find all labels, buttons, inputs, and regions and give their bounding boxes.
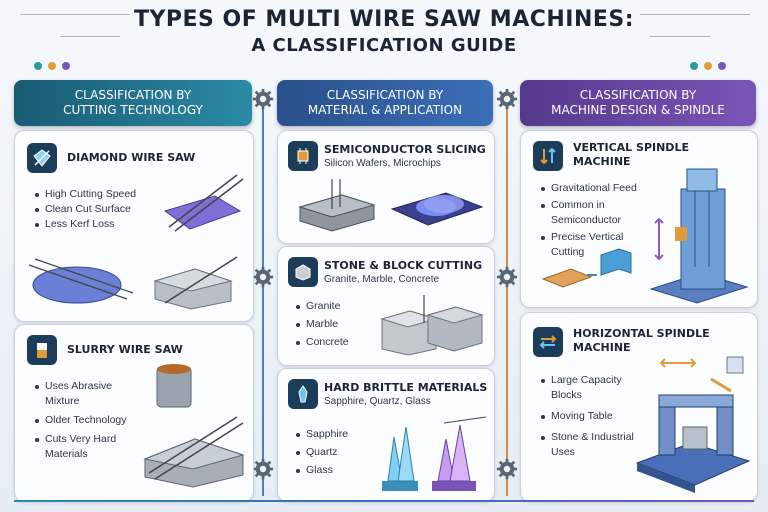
column-material-application: CLASSIFICATION BY MATERIAL & APPLICATION… <box>277 80 495 502</box>
list-item: Large Capacity Blocks <box>541 373 641 403</box>
crystals-illustration <box>382 416 487 491</box>
decor-dot <box>718 62 726 70</box>
card-title: MACHINE <box>573 341 631 354</box>
chip-icon <box>288 141 318 171</box>
column-cutting-technology: CLASSIFICATION BY CUTTING TECHNOLOGY DIA… <box>14 80 254 502</box>
gear-icon <box>496 458 518 480</box>
list-item: Concrete <box>296 335 349 350</box>
header-line-2: MATERIAL & APPLICATION <box>307 103 463 117</box>
header-line-1: CLASSIFICATION BY <box>74 88 192 102</box>
list-item: Sapphire <box>296 427 348 442</box>
circuit-line <box>20 14 130 15</box>
list-item: Uses Abrasive Mixture <box>35 379 145 409</box>
diamond-icon <box>27 143 57 173</box>
ingot-illustration <box>298 179 376 232</box>
feature-list: Granite Marble Concrete <box>296 299 349 350</box>
column-header: CLASSIFICATION BY MATERIAL & APPLICATION <box>277 80 493 126</box>
card-stone-block-cutting: STONE & BLOCK CUTTING Granite, Marble, C… <box>277 246 495 366</box>
gear-icon <box>496 88 518 110</box>
vertical-machine-illustration <box>541 168 749 304</box>
list-item: Cuts Very Hard Materials <box>35 432 145 462</box>
stone-illustration <box>153 256 238 310</box>
gear-icon <box>496 266 518 288</box>
feature-list: Gravitational Feed Common in Semiconduct… <box>541 181 643 260</box>
bottom-rule <box>14 500 754 502</box>
card-title: MACHINE <box>573 155 631 168</box>
card-subtitle: Silicon Wafers, Microchips <box>324 158 441 169</box>
card-title: DIAMOND WIRE SAW <box>67 151 196 164</box>
card-title: STONE & BLOCK CUTTING <box>324 259 483 272</box>
header-line-1: CLASSIFICATION BY <box>579 88 697 102</box>
feature-list: High Cutting Speed Clean Cut Surface Les… <box>35 187 136 232</box>
card-diamond-wire-saw: DIAMOND WIRE SAW High Cutting Speed Clea… <box>14 130 254 322</box>
feature-list: Uses Abrasive Mixture Older Technology C… <box>35 379 145 462</box>
list-item: Quartz <box>296 445 348 460</box>
granite-illustration <box>380 295 484 356</box>
column-header: CLASSIFICATION BY CUTTING TECHNOLOGY <box>14 80 252 126</box>
list-item: Gravitational Feed <box>541 181 643 196</box>
connector-line-right <box>506 96 508 496</box>
decor-dot <box>690 62 698 70</box>
list-item: Precise Vertical Cutting <box>541 230 643 260</box>
list-item: Less Kerf Loss <box>35 217 136 232</box>
card-subtitle: Granite, Marble, Concrete <box>324 274 440 285</box>
list-item: Older Technology <box>35 413 145 428</box>
circuit-line <box>640 14 750 15</box>
header-line-2: MACHINE DESIGN & SPINDLE <box>551 103 725 117</box>
wafer-tray-illustration <box>390 192 484 226</box>
circuit-line <box>650 36 710 37</box>
card-title: HARD BRITTLE MATERIALS <box>324 381 488 394</box>
feature-list: Large Capacity Blocks Moving Table Stone… <box>541 373 641 460</box>
card-title: SEMICONDUCTOR SLICING <box>324 143 486 156</box>
card-title: SLURRY WIRE SAW <box>67 343 183 356</box>
column-machine-design: CLASSIFICATION BY MACHINE DESIGN & SPIND… <box>520 80 758 502</box>
card-semiconductor-slicing: SEMICONDUCTOR SLICING Silicon Wafers, Mi… <box>277 130 495 244</box>
circuit-line <box>60 36 120 37</box>
header-line-1: CLASSIFICATION BY <box>326 88 444 102</box>
card-slurry-wire-saw: SLURRY WIRE SAW Uses Abrasive Mixture Ol… <box>14 324 254 502</box>
card-horizontal-spindle: HORIZONTAL SPINDLE MACHINE Large Capacit… <box>520 312 758 502</box>
decor-dot <box>704 62 712 70</box>
wafer-illustration <box>163 174 244 232</box>
list-item: Stone & Industrial Uses <box>541 430 641 460</box>
list-item: Glass <box>296 463 348 478</box>
card-vertical-spindle: VERTICAL SPINDLE MACHINE Gravitational F… <box>520 130 758 308</box>
crystal-icon <box>288 379 318 409</box>
list-item: Moving Table <box>541 409 641 424</box>
title-line-2: A CLASSIFICATION GUIDE <box>251 35 517 56</box>
horizontal-machine-illustration <box>635 356 751 493</box>
feature-list: Sapphire Quartz Glass <box>296 427 348 478</box>
page-title: TYPES OF MULTI WIRE SAW MACHINES: A CLAS… <box>0 6 768 58</box>
vertical-arrows-icon <box>533 141 563 171</box>
card-hard-brittle-materials: HARD BRITTLE MATERIALS Sapphire, Quartz,… <box>277 368 495 502</box>
horizontal-arrows-icon <box>533 327 563 357</box>
disc-illustration <box>28 258 134 304</box>
slurry-illustration <box>143 364 245 488</box>
decor-dot <box>62 62 70 70</box>
gear-icon <box>252 458 274 480</box>
list-item: Marble <box>296 317 349 332</box>
decor-dot <box>48 62 56 70</box>
card-title: VERTICAL SPINDLE <box>573 141 689 154</box>
header-line-2: CUTTING TECHNOLOGY <box>63 103 203 117</box>
card-subtitle: Sapphire, Quartz, Glass <box>324 396 431 407</box>
card-title: HORIZONTAL SPINDLE <box>573 327 710 340</box>
list-item: Clean Cut Surface <box>35 202 136 217</box>
decor-dot <box>34 62 42 70</box>
list-item: Granite <box>296 299 349 314</box>
stone-block-icon <box>288 257 318 287</box>
beaker-icon <box>27 335 57 365</box>
title-line-1: TYPES OF MULTI WIRE SAW MACHINES: <box>133 7 635 32</box>
gear-icon <box>252 266 274 288</box>
column-header: CLASSIFICATION BY MACHINE DESIGN & SPIND… <box>520 80 756 126</box>
list-item: Common in Semiconductor <box>541 198 643 228</box>
gear-icon <box>252 88 274 110</box>
list-item: High Cutting Speed <box>35 187 136 202</box>
connector-line-left <box>262 96 264 496</box>
